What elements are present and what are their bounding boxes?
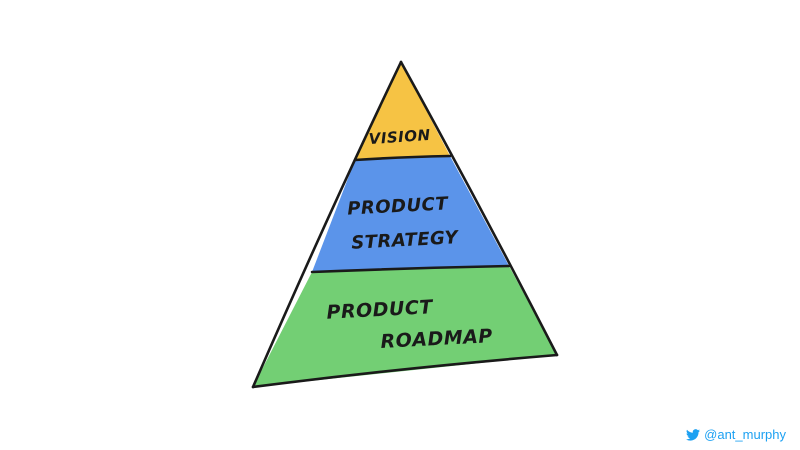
twitter-bird-icon bbox=[686, 428, 701, 441]
twitter-handle[interactable]: @ant_murphy bbox=[686, 427, 786, 442]
handle-text: @ant_murphy bbox=[704, 427, 786, 442]
tier-product-roadmap bbox=[253, 266, 557, 387]
vision-label: VISION bbox=[368, 126, 431, 148]
pyramid-outline bbox=[251, 60, 559, 389]
tier-product-strategy bbox=[312, 156, 509, 272]
tier-vision bbox=[355, 62, 450, 160]
